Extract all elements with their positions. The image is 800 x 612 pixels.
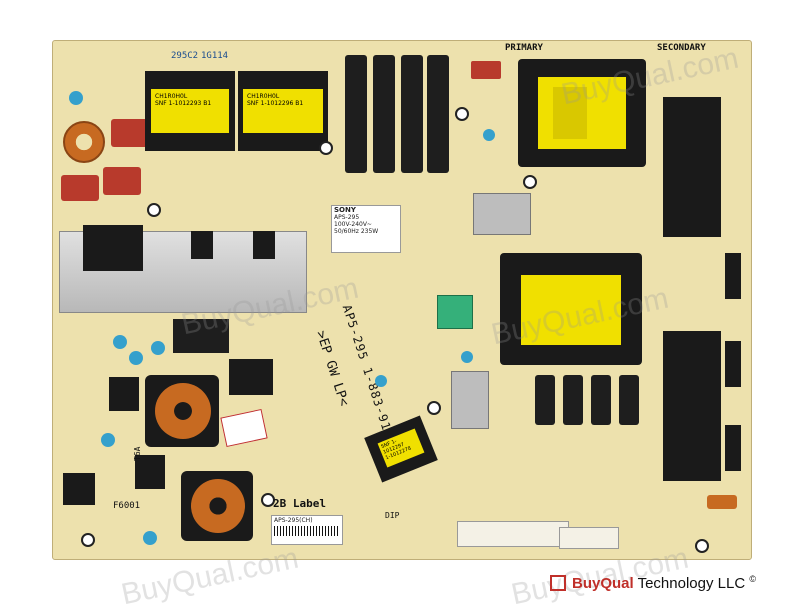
mounting-hole [319,141,333,155]
mounting-hole [695,539,709,553]
circuit-board: CH1R0H0L SNF 1-1012293 B1 CH1R0H0L SNF 1… [52,40,752,560]
transformer-sticker: CH1R0H0L SNF 1-1012293 B1 [151,89,229,133]
film-capacitor [103,167,141,195]
ic-chip [229,359,273,395]
mounting-hole [427,401,441,415]
connector-header [725,425,741,471]
secondary-label: SECONDARY [657,43,706,53]
sticker-line2: 50/60Hz 235W [334,228,379,235]
connector-header [725,253,741,299]
primary-label: PRIMARY [505,43,543,53]
blue-capacitor [151,341,165,355]
ic-chip [109,377,139,411]
mounting-hole [261,493,275,507]
blue-capacitor [461,351,473,363]
electrolytic-capacitor [373,55,395,173]
electrolytic-capacitor [619,375,639,425]
choke-winding [191,479,245,533]
2b-label: 2B Label [273,497,326,510]
sticker-brand: SONY [334,206,356,214]
electrolytic-capacitor [427,55,449,173]
electrolytic-capacitor [401,55,423,173]
film-capacitor [471,61,501,79]
bridge-rectifier [173,319,229,353]
blue-capacitor [113,335,127,349]
date-code-label: 1G114 [201,51,229,61]
footer-brand: BuyQual Technology LLC © [572,574,756,592]
choke-winding [155,383,211,439]
transformer-sticker: CH1R0H0L SNF 1-1012296 B1 [243,89,323,133]
transformer-sticker-line2: SNF 1-1012296 B1 [247,100,304,107]
sony-rating-sticker: SONY APS-295 100V-240V~ 50/60Hz 235W [331,205,401,253]
footer-company: Technology LLC [637,575,746,592]
blue-capacitor [375,375,387,387]
mounting-hole [81,533,95,547]
ep-gw-lp-label: >EP GW LP< [312,329,352,409]
dual-transistor [473,193,531,235]
barcode-sticker: APS-295(CH) [271,515,343,545]
footer-copyright: © [749,574,756,584]
power-transistor [83,225,143,271]
mounting-hole [523,175,537,189]
blue-capacitor [483,129,495,141]
electrolytic-capacitor [345,55,367,173]
power-transistor [191,231,213,259]
part-prefix: AP5-295 [339,303,371,363]
film-capacitor [111,119,149,147]
blue-capacitor [101,433,115,447]
dip-label: DIP [385,511,400,520]
ic-chip [135,455,165,489]
barcode-bars [274,526,340,536]
barcode-label: APS-295(CH) [274,517,313,524]
electrolytic-capacitor [563,375,583,425]
green-relay [437,295,473,329]
copper-inductor [707,495,737,509]
white-connector [559,527,619,549]
toroid-inductor [63,121,105,163]
electrolytic-capacitor [591,375,611,425]
model-code-label: 295C2 [171,51,199,61]
mounting-hole [147,203,161,217]
fuse-label: F6001 [113,501,141,511]
warning-sticker [220,408,268,448]
blue-capacitor [69,91,83,105]
blue-capacitor [129,351,143,365]
heatsink [663,331,721,481]
heatsink [663,97,721,237]
electrolytic-capacitor [535,375,555,425]
connector-header [725,341,741,387]
connector-socket [63,473,95,505]
dual-transistor [451,371,489,429]
power-transistor [253,231,275,259]
film-capacitor [61,175,99,201]
transformer-core [521,275,621,345]
transformer-sticker-line2: SNF 1-1012293 B1 [155,100,212,107]
transformer-core [553,87,587,139]
transformer-sticker-line1: CH1R0H0L [155,93,188,100]
footer-brand-name: BuyQual [572,575,634,592]
buyqual-logo-icon [550,575,566,591]
white-connector [457,521,569,547]
sticker-model: APS-295 [334,214,360,221]
blue-capacitor [143,531,157,545]
ic-label: T6A [133,446,142,461]
transformer-sticker-line1: CH1R0H0L [247,93,280,100]
sticker-line1: 100V-240V~ [334,221,372,228]
mounting-hole [455,107,469,121]
